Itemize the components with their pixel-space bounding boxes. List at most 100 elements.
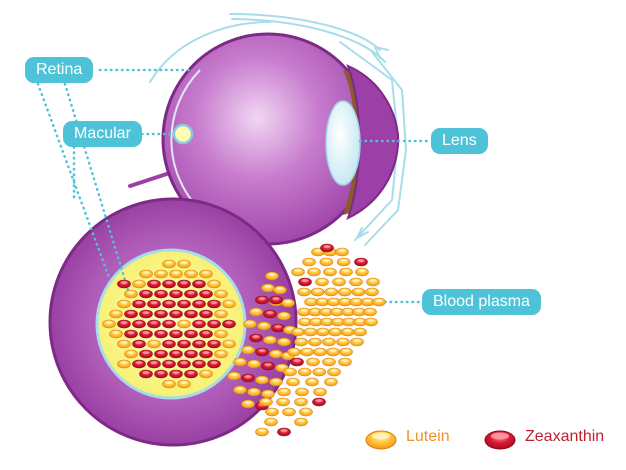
molecule-highlight — [358, 269, 366, 272]
molecule-highlight — [353, 339, 361, 342]
zeaxanthin-molecule — [162, 319, 176, 329]
molecule-highlight — [322, 259, 330, 262]
leader-lines — [36, 68, 431, 304]
lutein-molecule — [300, 347, 314, 357]
molecule-highlight — [329, 349, 337, 352]
molecule-highlight — [272, 297, 280, 300]
molecule-highlight — [368, 289, 376, 292]
molecule-highlight — [280, 313, 288, 316]
lutein-molecule — [147, 339, 161, 349]
molecule-highlight — [335, 279, 343, 282]
zeaxanthin-molecule — [117, 279, 131, 289]
lutein-molecule — [294, 337, 308, 347]
molecule-highlight — [120, 361, 128, 364]
lutein-molecule — [327, 367, 341, 377]
lutein-molecule — [294, 397, 308, 407]
lutein-molecule — [305, 377, 319, 387]
molecule-highlight — [279, 399, 287, 402]
lutein-molecule — [350, 337, 364, 347]
molecule-highlight — [225, 301, 233, 304]
zeaxanthin-molecule — [132, 359, 146, 369]
lutein-molecule — [109, 329, 123, 339]
lutein-molecule — [265, 271, 279, 281]
lutein-molecule — [117, 299, 131, 309]
molecule-highlight — [340, 259, 348, 262]
molecule-highlight — [278, 365, 286, 368]
molecule-highlight — [284, 300, 292, 303]
lutein-molecule — [297, 287, 311, 297]
lutein-molecule — [336, 257, 351, 267]
lutein-molecule — [154, 269, 168, 279]
zeaxanthin-molecule — [162, 279, 176, 289]
zeaxanthin-molecule — [162, 359, 176, 369]
molecule-highlight — [202, 291, 210, 294]
lutein-molecule — [310, 287, 325, 297]
zeaxanthin-molecule — [320, 243, 334, 253]
lutein-molecule — [339, 267, 353, 277]
lutein-molecule — [324, 377, 338, 387]
molecule-highlight — [195, 301, 203, 304]
molecule-highlight — [272, 351, 280, 354]
lutein-molecule — [264, 417, 278, 427]
lutein-molecule — [243, 319, 257, 329]
molecule-highlight — [297, 339, 305, 342]
molecule-highlight — [127, 351, 135, 354]
molecule-highlight — [246, 321, 254, 324]
molecule-highlight — [290, 349, 298, 352]
lutein-molecule — [261, 283, 275, 293]
zeaxanthin-molecule — [354, 257, 368, 267]
molecule-highlight — [244, 401, 252, 404]
lutein-molecule — [214, 289, 228, 299]
molecule-highlight — [195, 321, 203, 324]
zeaxanthin-molecule — [199, 289, 213, 299]
molecule-highlight — [172, 331, 180, 334]
retina-label: Retina — [25, 57, 94, 83]
molecule-highlight — [341, 359, 349, 362]
molecule-highlight — [375, 299, 383, 302]
lutein-molecule — [366, 277, 380, 287]
molecule-highlight — [266, 311, 274, 314]
lutein-molecule — [308, 337, 322, 347]
molecule-highlight — [202, 371, 210, 374]
zeaxanthin-molecule — [298, 277, 312, 287]
molecule-highlight — [326, 269, 334, 272]
molecule-highlight — [300, 289, 308, 292]
molecule-highlight — [262, 399, 270, 402]
molecule-highlight — [252, 309, 260, 312]
zeaxanthin-molecule — [249, 333, 263, 343]
molecule-highlight — [264, 285, 272, 288]
molecule-highlight — [157, 331, 165, 334]
molecule-highlight — [217, 291, 225, 294]
molecule-highlight — [172, 311, 180, 314]
lutein-molecule — [199, 269, 213, 279]
molecule-highlight — [250, 361, 258, 364]
zeaxanthin-molecule — [139, 369, 153, 379]
zeaxanthin-molecule — [184, 349, 198, 359]
molecule-highlight — [210, 361, 218, 364]
lutein-molecule — [336, 337, 350, 347]
lutein-molecule — [117, 359, 131, 369]
zeaxanthin-molecule — [154, 309, 168, 319]
molecule-highlight — [180, 301, 188, 304]
zeaxanthin-molecule — [162, 299, 176, 309]
lutein-molecule — [351, 287, 366, 297]
lutein-molecule — [313, 387, 327, 397]
molecule-highlight — [187, 331, 195, 334]
molecule-highlight — [202, 271, 210, 274]
molecule-highlight — [307, 299, 315, 302]
lutein-molecule — [276, 397, 290, 407]
molecule-highlight — [236, 359, 244, 362]
lutein-molecule — [291, 267, 305, 277]
molecule-highlight — [341, 299, 349, 302]
zeaxanthin-molecule — [117, 319, 131, 329]
molecule-highlight — [318, 279, 326, 282]
molecule-highlight — [305, 259, 313, 262]
lutein-molecule — [291, 327, 305, 337]
macular-label: Macular — [63, 121, 142, 147]
zeaxanthin-legend-label: Zeaxanthin — [525, 428, 605, 445]
lutein-molecule — [338, 357, 352, 367]
molecule-highlight — [341, 289, 349, 292]
lutein-molecule — [339, 347, 353, 357]
molecule-highlight — [293, 359, 301, 362]
